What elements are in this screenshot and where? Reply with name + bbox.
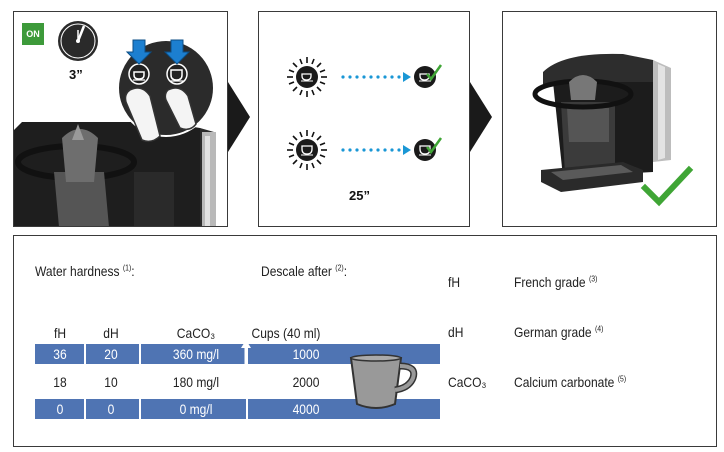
legend-abbr-dh: dH [448,324,464,340]
cell-fh: 36 [53,346,67,362]
step-2-panel: 25” [258,11,470,227]
header-fh: fH [53,325,67,341]
machine-buttons-illustration [14,21,216,226]
cell-fh: 18 [53,374,67,390]
cell-dh: 10 [104,374,118,390]
legend-meaning-caco3: Calcium carbonate (5) [514,374,627,390]
header-caco3: CaCO₃ [176,325,216,341]
cup-icon [349,354,418,409]
blinking-lights-illustration [286,56,443,171]
cell-caco3: 360 mg/l [172,346,220,362]
hold-time-label: 3” [69,67,83,82]
machine-ready-illustration [532,53,694,207]
descale-after-heading: Descale after (2): [261,263,348,279]
duration-label: 25” [349,188,370,203]
step-1-panel: ON 3” [13,11,228,227]
cell-caco3: 180 mg/l [172,374,220,390]
cell-caco3: 0 mg/l [179,401,213,417]
cell-fh: 0 [56,401,64,417]
legend-meaning-dh: German grade (4) [514,324,604,340]
cell-cups: 4000 [292,401,320,417]
header-cups: Cups (40 ml) [251,325,321,341]
increase-arrow-icon [241,340,251,366]
cell-cups: 1000 [292,346,320,362]
legend-abbr-fh: fH [448,274,461,290]
legend-meaning-fh: French grade (3) [514,274,598,290]
cell-dh: 0 [107,401,115,417]
table-row [35,399,440,419]
step-arrow-icon [228,82,250,152]
on-badge: ON [22,23,44,45]
legend-abbr-caco3: CaCO₃ [448,374,487,390]
header-dh: dH [103,325,119,341]
water-hardness-heading: Water hardness (1): [35,263,135,279]
step-3-panel [502,11,717,227]
table-row [35,344,440,364]
cell-dh: 20 [104,346,118,362]
water-hardness-table: Water hardness (1): Descale after (2): f… [13,235,717,447]
cell-cups: 2000 [292,374,320,390]
step-arrow-icon [470,82,492,152]
